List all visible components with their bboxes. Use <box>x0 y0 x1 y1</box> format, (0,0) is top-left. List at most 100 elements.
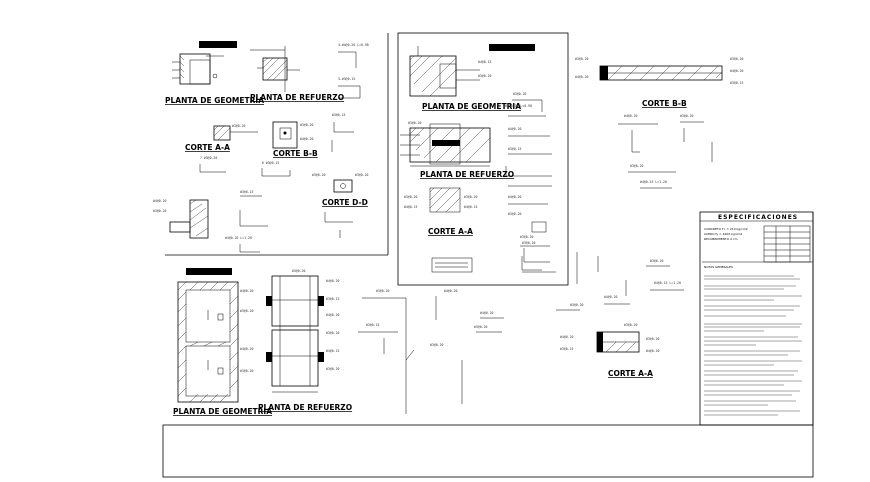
svg-text:#3@0.20: #3@0.20 <box>232 124 246 128</box>
svg-text:#3@0.20: #3@0.20 <box>430 343 444 347</box>
svg-text:#3@0.20: #3@0.20 <box>404 195 418 199</box>
svg-text:#3@0.20: #3@0.20 <box>570 303 584 307</box>
svg-text:#4@0.20: #4@0.20 <box>480 311 494 315</box>
label-corte-dd: CORTE D-D <box>322 198 368 207</box>
rebar-shapes-bottom-middle: #3@0.20 #4@0.20 #3@0.15 #3@0.20 #4@0.20 … <box>358 289 504 414</box>
svg-text:#3@0.20: #3@0.20 <box>408 121 422 125</box>
svg-text:#4@0.20: #4@0.20 <box>444 289 458 293</box>
svg-text:#4@0.20: #4@0.20 <box>508 127 522 131</box>
svg-text:NOTAS GENERALES: NOTAS GENERALES <box>704 265 733 269</box>
svg-text:#3@0.15: #3@0.15 <box>332 113 346 117</box>
detail-planta-geometria-top <box>172 41 237 85</box>
detail-planta-refuerzo-top <box>250 46 300 92</box>
detail-corte-dd: #3@0.20 #3@0.20 <box>312 173 369 238</box>
detail-corte-aa-small: #3@0.20 <box>213 124 258 141</box>
label-planta-geometria-2: PLANTA DE GEOMETRIA <box>422 102 521 111</box>
label-corte-bb-small: CORTE B-B <box>273 149 318 158</box>
rebar-callouts-right-upper: #4@0.20 #3@0.20 #3@0.20 #4@0.15 L=1.20 <box>618 114 713 189</box>
svg-text:#3@0.15: #3@0.15 <box>366 323 380 327</box>
label-planta-refuerzo-3: PLANTA DE REFUERZO <box>258 403 352 412</box>
svg-text:7 #3@0.20: 7 #3@0.20 <box>200 156 217 160</box>
svg-text:#4@0.20: #4@0.20 <box>575 75 589 79</box>
svg-text:#3@0.20: #3@0.20 <box>522 241 536 245</box>
spec-text-lines <box>704 275 802 416</box>
svg-text:#3@0.20: #3@0.20 <box>650 259 664 263</box>
note-box-center <box>431 257 473 273</box>
label-corte-aa-right: CORTE A-A <box>608 369 653 378</box>
svg-text:6 #3@0.15: 6 #3@0.15 <box>262 161 279 165</box>
svg-text:#4@0.15 L=1.20: #4@0.15 L=1.20 <box>654 281 681 285</box>
svg-text:4-#4@0.20 L=0.90: 4-#4@0.20 L=0.90 <box>338 43 369 47</box>
label-planta-refuerzo-1: PLANTA DE REFUERZO <box>250 93 344 102</box>
spec-title: ESPECIFICACIONES <box>718 214 798 221</box>
svg-text:#3@0.20: #3@0.20 <box>240 309 254 313</box>
detail-corte-bb-small: #3@0.20 #4@0.20 <box>272 121 314 149</box>
center-panel-frame <box>397 32 569 286</box>
title-block-frame <box>162 424 814 478</box>
svg-text:#4@0.20: #4@0.20 <box>624 114 638 118</box>
svg-text:#4@0.15: #4@0.15 <box>464 205 478 209</box>
label-corte-aa-small: CORTE A-A <box>185 143 230 152</box>
detail-center-bottom: #3@0.20 <box>522 241 556 273</box>
svg-text:#4@0.20: #4@0.20 <box>508 195 522 199</box>
svg-text:#3@0.20: #3@0.20 <box>730 57 744 61</box>
detail-wall-joint-left: #4@0.20 #3@0.20 #3@0.15 #4@0.20 L=1.20 <box>153 190 268 253</box>
svg-text:#4@0.15 L=1.20: #4@0.15 L=1.20 <box>640 180 667 184</box>
svg-text:#3@0.15: #3@0.15 <box>730 81 744 85</box>
svg-text:#3@0.20: #3@0.20 <box>624 323 638 327</box>
svg-text:#3@0.20: #3@0.20 <box>300 123 314 127</box>
label-corte-bb-right: CORTE B-B <box>642 99 687 108</box>
title-bar-block <box>199 41 237 48</box>
svg-text:#3@0.20: #3@0.20 <box>474 325 488 329</box>
svg-text:#4@0.20: #4@0.20 <box>326 279 340 283</box>
svg-text:RECUBRIMIENTO 4 cm: RECUBRIMIENTO 4 cm <box>704 237 738 241</box>
svg-text:#3@0.20: #3@0.20 <box>355 173 369 177</box>
spec-notes: CONCRETO f'c = 210 kg/cm2 ACERO fy = 420… <box>704 227 748 269</box>
detail-planta-refuerzo-bottom: #3@0.20 #4@0.20 #3@0.15 #4@0.20 #3@0.20 … <box>240 269 340 393</box>
svg-text:#3@0.20 L=0.90: #3@0.20 L=0.90 <box>505 104 532 108</box>
svg-text:#4@0.20: #4@0.20 <box>300 137 314 141</box>
svg-text:#3@0.20: #3@0.20 <box>153 209 167 213</box>
svg-text:#3@0.15: #3@0.15 <box>508 147 522 151</box>
detail-corte-bb-right: #3@0.20 #4@0.20 #3@0.20 #4@0.20 #3@0.15 <box>575 57 744 85</box>
svg-text:#3@0.15: #3@0.15 <box>240 190 254 194</box>
svg-text:#4@0.20: #4@0.20 <box>326 313 340 317</box>
label-planta-geometria-3: PLANTA DE GEOMETRIA <box>173 407 272 416</box>
svg-text:ACERO fy = 4200 kg/cm2: ACERO fy = 4200 kg/cm2 <box>704 232 742 236</box>
svg-text:#4@0.20 L=1.20: #4@0.20 L=1.20 <box>225 236 252 240</box>
svg-text:#4@0.20: #4@0.20 <box>153 199 167 203</box>
svg-text:#3@0.20: #3@0.20 <box>312 173 326 177</box>
spec-table <box>699 211 814 426</box>
label-planta-geometria-1: PLANTA DE GEOMETRIA <box>165 96 264 105</box>
detail-center-refuerzo: #3@0.20 <box>400 121 491 167</box>
detail-center-section: #3@0.20 #4@0.15 #3@0.20 #4@0.15 <box>404 187 478 213</box>
rebar-callouts-mid: 7 #3@0.20 6 #3@0.15 <box>199 156 291 177</box>
label-corte-aa-mid: CORTE A-A <box>428 227 473 236</box>
svg-text:#3@0.20: #3@0.20 <box>630 164 644 168</box>
svg-text:#3@0.20: #3@0.20 <box>326 367 340 371</box>
svg-text:#4@0.20: #4@0.20 <box>240 347 254 351</box>
rebar-callouts-top: 4-#4@0.20 L=0.90 3-#3@0.15 #3@0.15 <box>331 43 369 152</box>
svg-text:3-#3@0.15: 3-#3@0.15 <box>338 77 355 81</box>
svg-text:#4@0.20: #4@0.20 <box>604 295 618 299</box>
detail-corte-aa-right: #3@0.20 #4@0.20 #3@0.15 #3@0.20 #4@0.20 … <box>556 295 660 353</box>
svg-text:#3@0.20: #3@0.20 <box>646 337 660 341</box>
svg-text:#3@0.15: #3@0.15 <box>560 347 574 351</box>
svg-text:#3@0.20: #3@0.20 <box>680 114 694 118</box>
svg-text:#4@0.15: #4@0.15 <box>404 205 418 209</box>
svg-text:#3@0.20: #3@0.20 <box>478 74 492 78</box>
svg-text:#4@0.20: #4@0.20 <box>646 349 660 353</box>
svg-text:#3@0.20: #3@0.20 <box>376 289 390 293</box>
detail-planta-geometria-bottom <box>177 268 239 403</box>
svg-text:#3@0.20: #3@0.20 <box>292 269 306 273</box>
svg-text:#3@0.20: #3@0.20 <box>326 331 340 335</box>
svg-text:#3@0.20: #3@0.20 <box>513 92 527 96</box>
svg-text:#3@0.15: #3@0.15 <box>326 297 340 301</box>
label-planta-refuerzo-2: PLANTA DE REFUERZO <box>420 170 514 179</box>
svg-text:#3@0.20: #3@0.20 <box>575 57 589 61</box>
svg-text:#3@0.20: #3@0.20 <box>464 195 478 199</box>
detail-center-top: #4@0.15 #3@0.20 <box>409 44 535 97</box>
svg-text:CONCRETO f'c = 210 kg/cm2: CONCRETO f'c = 210 kg/cm2 <box>704 227 748 231</box>
svg-text:#4@0.15: #4@0.15 <box>478 60 492 64</box>
